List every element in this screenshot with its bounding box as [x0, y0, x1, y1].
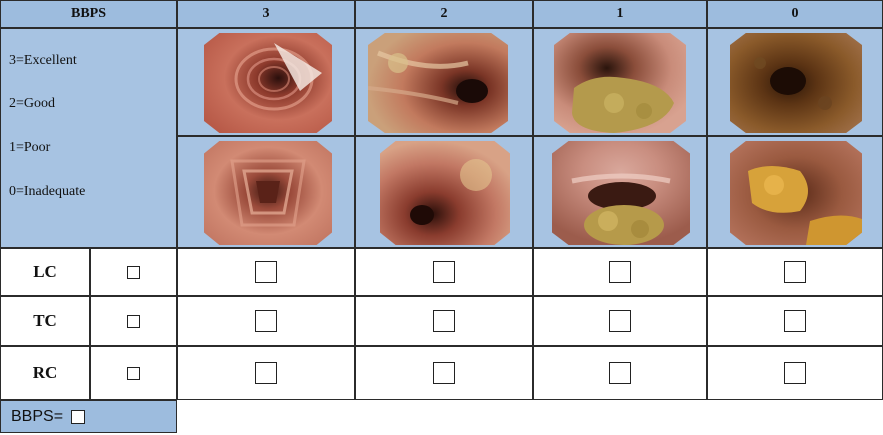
colon-image-inadequate — [730, 141, 862, 245]
colon-image-good — [368, 33, 508, 133]
image-cell — [707, 28, 883, 136]
header-score-3: 3 — [177, 0, 355, 28]
lc-score-0-checkbox[interactable] — [784, 261, 806, 283]
row-label-cell: LC — [0, 248, 90, 296]
checkbox-cell — [177, 248, 355, 296]
rc-score-checkbox[interactable] — [127, 366, 140, 380]
colon-image-poor — [554, 33, 686, 133]
image-cell — [533, 28, 707, 136]
header-score-label: 3 — [262, 6, 270, 21]
row-label-cell: TC — [0, 296, 90, 346]
tc-score-2-checkbox[interactable] — [433, 310, 455, 332]
colon-image-poor — [552, 141, 690, 245]
bbps-total: BBPS= — [0, 400, 177, 433]
checkbox-cell — [533, 296, 707, 346]
lc-score-3-checkbox[interactable] — [255, 261, 277, 283]
image-cell — [177, 136, 355, 248]
segment-score-cell — [90, 248, 177, 296]
checkbox-cell — [355, 346, 533, 400]
tc-score-0-checkbox[interactable] — [784, 310, 806, 332]
image-cell — [707, 136, 883, 248]
rc-score-3-checkbox[interactable] — [255, 362, 277, 384]
header-score-1: 1 — [533, 0, 707, 28]
image-cell — [355, 136, 533, 248]
checkbox-cell — [177, 346, 355, 400]
checkbox-cell — [707, 248, 883, 296]
bbps-total-label: BBPS= — [11, 407, 64, 425]
header-score-label: 0 — [791, 6, 799, 21]
image-cell — [533, 136, 707, 248]
colon-image-inadequate — [730, 33, 862, 133]
segment-label-lc: LC — [33, 262, 57, 281]
legend-inadequate: 0=Inadequate — [9, 184, 86, 199]
rc-score-2-checkbox[interactable] — [433, 362, 455, 384]
image-cell — [355, 28, 533, 136]
lc-score-checkbox[interactable] — [127, 265, 140, 279]
checkbox-cell — [177, 296, 355, 346]
header-score-label: 1 — [616, 6, 624, 21]
header-bbps-label: BBPS — [70, 6, 106, 21]
header-score-label: 2 — [440, 6, 448, 21]
legend-excellent: 3=Excellent — [9, 53, 77, 68]
segment-label-tc: TC — [33, 311, 57, 330]
header-score-0: 0 — [707, 0, 883, 28]
segment-score-cell — [90, 346, 177, 400]
rc-score-0-checkbox[interactable] — [784, 362, 806, 384]
segment-score-cell — [90, 296, 177, 346]
checkbox-cell — [533, 346, 707, 400]
header-score-2: 2 — [355, 0, 533, 28]
legend-good: 2=Good — [9, 96, 56, 111]
lc-score-1-checkbox[interactable] — [609, 261, 631, 283]
checkbox-cell — [355, 248, 533, 296]
lc-score-2-checkbox[interactable] — [433, 261, 455, 283]
tc-score-3-checkbox[interactable] — [255, 310, 277, 332]
colon-image-clean — [204, 33, 332, 133]
row-label-cell: RC — [0, 346, 90, 400]
colon-image-good — [380, 141, 510, 245]
header-bbps: BBPS — [0, 0, 177, 28]
tc-score-checkbox[interactable] — [127, 314, 140, 328]
checkbox-cell — [707, 346, 883, 400]
checkbox-cell — [355, 296, 533, 346]
rc-score-1-checkbox[interactable] — [609, 362, 631, 384]
segment-label-rc: RC — [32, 363, 58, 382]
colon-image-clean — [204, 141, 332, 245]
image-cell — [177, 28, 355, 136]
checkbox-cell — [707, 296, 883, 346]
checkbox-cell — [533, 248, 707, 296]
bbps-total-checkbox[interactable] — [71, 409, 86, 424]
tc-score-1-checkbox[interactable] — [609, 310, 631, 332]
legend-poor: 1=Poor — [9, 140, 51, 155]
score-legend: 3=Excellent 2=Good 1=Poor 0=Inadequate — [0, 28, 177, 248]
